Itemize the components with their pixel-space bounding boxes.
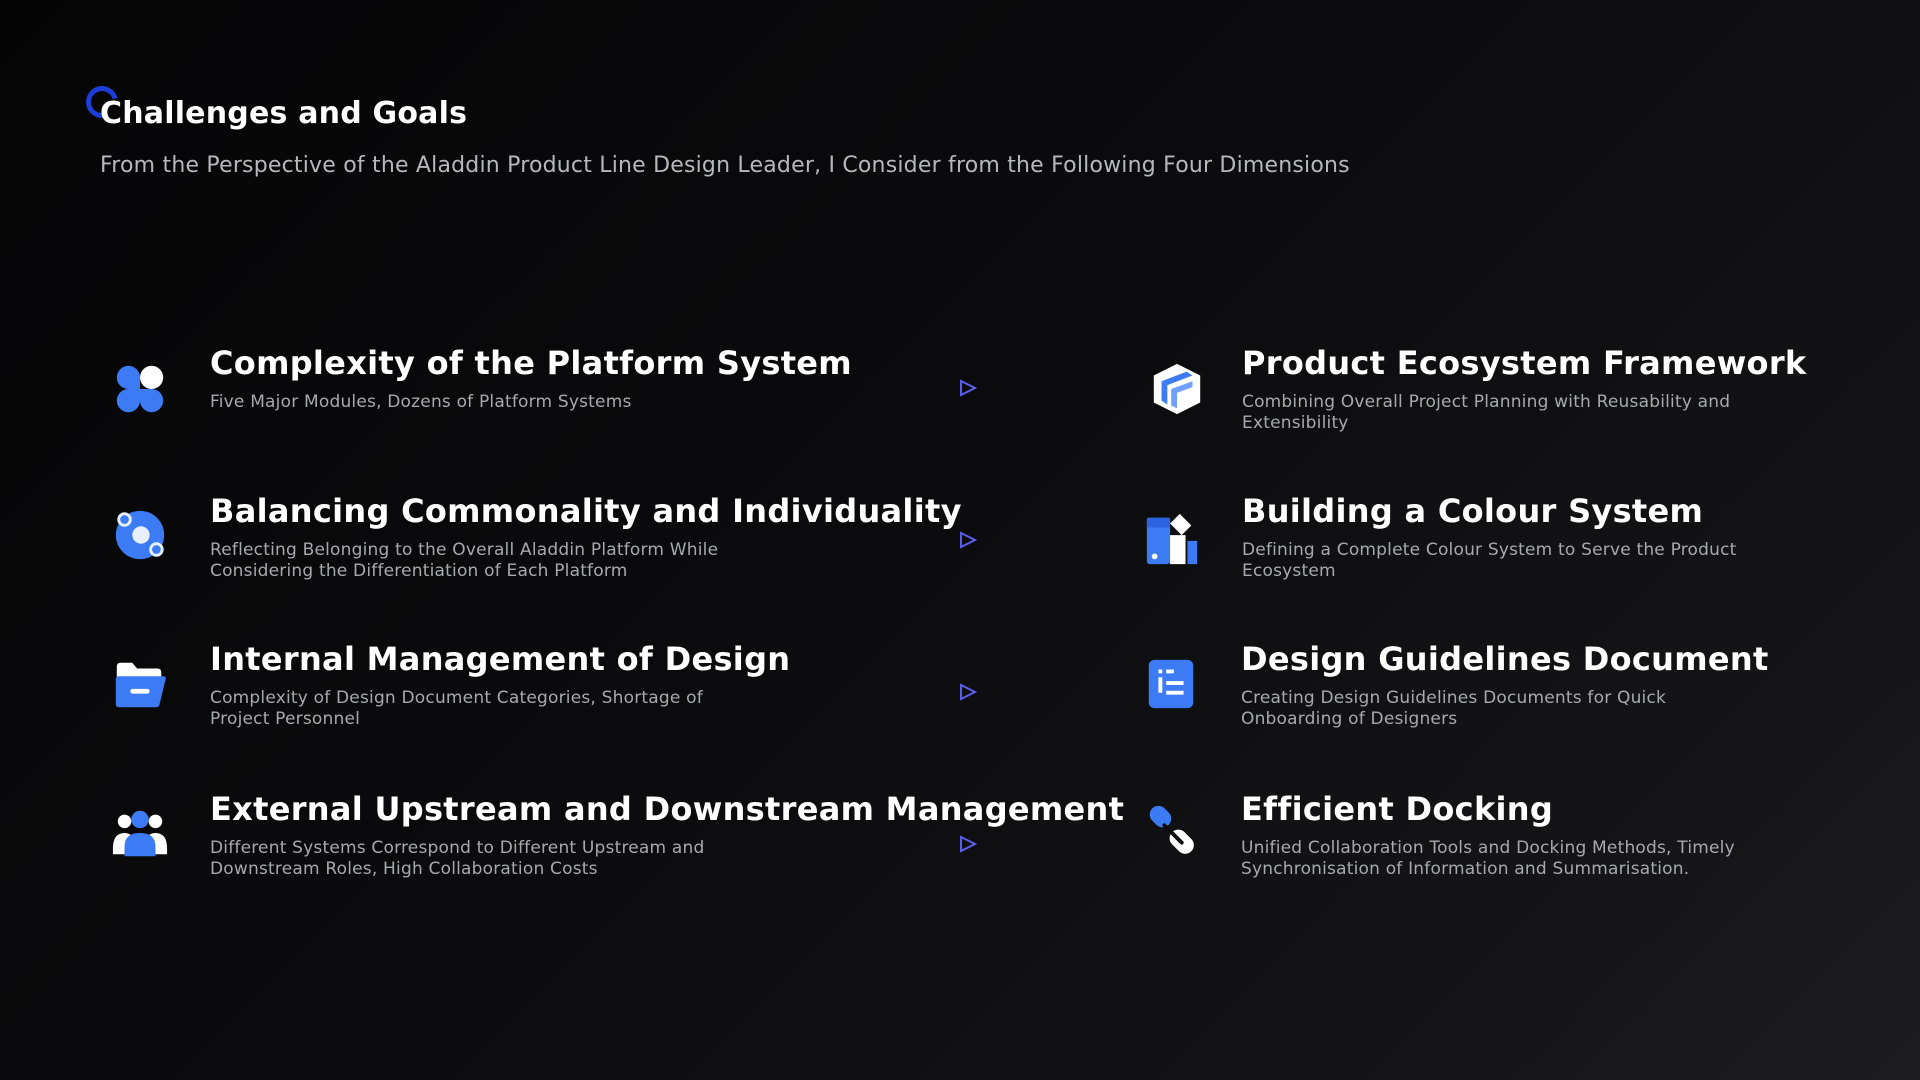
challenge-description: Reflecting Belonging to the Overall Alad… bbox=[210, 540, 719, 581]
goal-title: Design Guidelines Document bbox=[1241, 640, 1769, 678]
dimension-row-1: Complexity of the Platform System Five M… bbox=[0, 340, 1920, 460]
challenge-description: Complexity of Design Document Categories… bbox=[210, 688, 703, 729]
cube-icon bbox=[1147, 359, 1207, 419]
goal-description: Creating Design Guidelines Documents for… bbox=[1241, 688, 1667, 729]
page-subtitle: From the Perspective of the Aladdin Prod… bbox=[100, 153, 1350, 178]
colour-swatch-icon bbox=[1142, 509, 1202, 569]
goal-title: Building a Colour System bbox=[1242, 492, 1704, 530]
dimension-row-2: Balancing Commonality and Individuality … bbox=[0, 488, 1920, 608]
challenge-title: External Upstream and Downstream Managem… bbox=[210, 790, 1125, 828]
goal-description: Combining Overall Project Planning with … bbox=[1242, 392, 1731, 433]
challenge-description: Five Major Modules, Dozens of Platform S… bbox=[210, 392, 632, 412]
arrow-icon bbox=[855, 835, 977, 853]
arrow-icon bbox=[855, 531, 977, 549]
dimension-row-4: External Upstream and Downstream Managem… bbox=[0, 786, 1920, 906]
challenge-title: Internal Management of Design bbox=[210, 640, 791, 678]
header: Challenges and Goals From the Perspectiv… bbox=[80, 80, 1350, 178]
goal-description: Defining a Complete Colour System to Ser… bbox=[1242, 540, 1737, 581]
document-list-icon bbox=[1141, 654, 1201, 714]
dimension-row-3: Internal Management of Design Complexity… bbox=[0, 636, 1920, 756]
orbit-circles-icon bbox=[110, 505, 170, 565]
title-wrap: Challenges and Goals bbox=[80, 80, 1350, 131]
goal-description: Unified Collaboration Tools and Docking … bbox=[1241, 838, 1735, 879]
link-chain-icon bbox=[1144, 803, 1204, 863]
challenge-title: Balancing Commonality and Individuality bbox=[210, 492, 962, 530]
challenge-title: Complexity of the Platform System bbox=[210, 344, 852, 382]
goal-title: Efficient Docking bbox=[1241, 790, 1554, 828]
goal-title: Product Ecosystem Framework bbox=[1242, 344, 1807, 382]
user-group-icon bbox=[110, 803, 170, 863]
four-petal-grid-icon bbox=[110, 359, 170, 419]
arrow-icon bbox=[855, 379, 977, 397]
challenge-description: Different Systems Correspond to Differen… bbox=[210, 838, 705, 879]
arrow-icon bbox=[855, 683, 977, 701]
folder-icon bbox=[110, 654, 170, 714]
page-title: Challenges and Goals bbox=[100, 96, 468, 131]
